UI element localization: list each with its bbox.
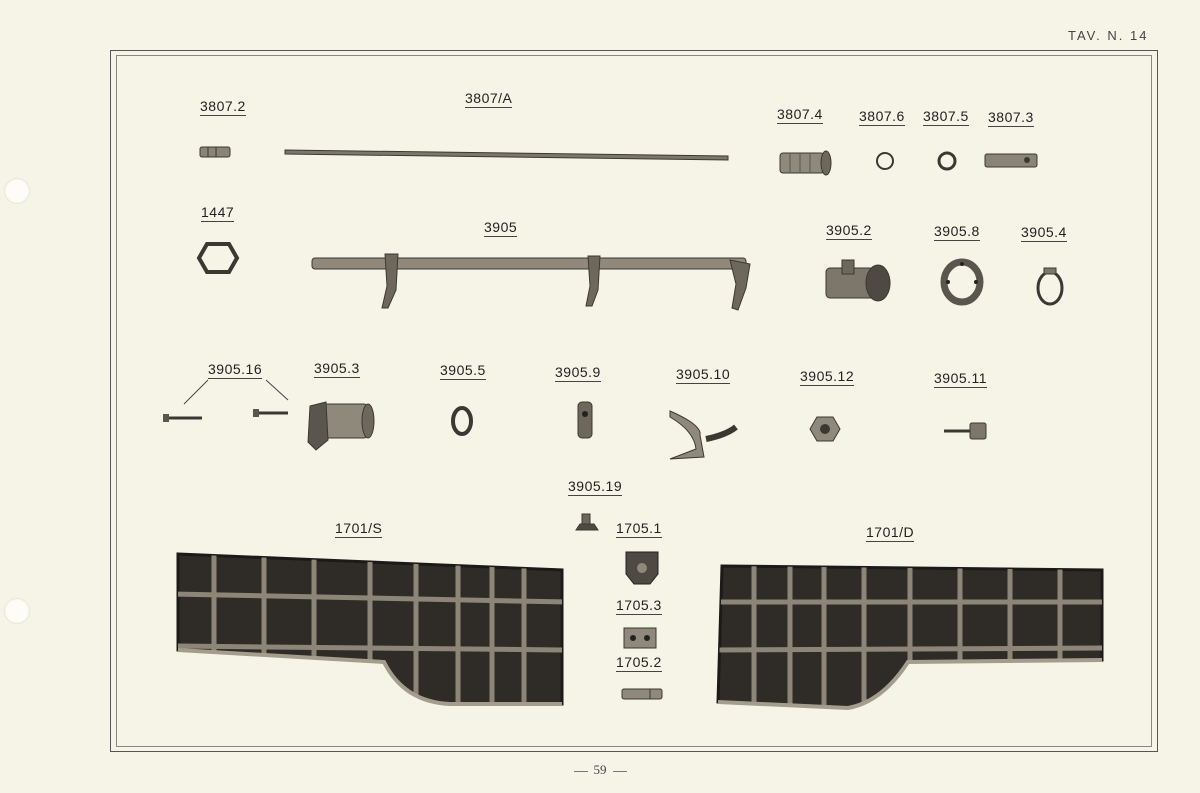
label-3905-8: 3905.8 <box>934 223 980 241</box>
part-3905-shift-rod <box>311 253 751 311</box>
label-1701-S: 1701/S <box>335 520 383 538</box>
label-3905-9: 3905.9 <box>555 364 601 382</box>
binder-hole-bottom <box>4 598 30 624</box>
part-3905-10-shift-fork <box>669 410 738 460</box>
leader-lines-3905-16 <box>183 379 289 405</box>
part-1705-2-bolt <box>621 688 663 700</box>
part-3905-12-nut <box>809 416 841 442</box>
part-3905-19-stud <box>575 513 599 531</box>
label-3905-3: 3905.3 <box>314 360 360 378</box>
part-3905-9-block <box>577 401 593 439</box>
part-3807-2-bushing <box>199 146 231 158</box>
part-1447-nut <box>196 242 240 274</box>
label-3905-16: 3905.16 <box>208 361 263 379</box>
label-3905-10: 3905.10 <box>676 366 731 384</box>
part-3905-11-pin <box>944 422 987 440</box>
part-1701-D-floor-grate-right <box>716 564 1104 711</box>
part-1701-S-floor-grate-left <box>176 552 564 706</box>
part-3905-5-ring <box>451 406 473 436</box>
part-1705-3-plate <box>623 627 657 649</box>
part-3905-2-coupling <box>825 259 891 302</box>
label-3807-5: 3807.5 <box>923 108 969 126</box>
part-3807-4-sleeve <box>779 150 832 176</box>
plate-frame-inner <box>116 55 1152 747</box>
label-1705-1: 1705.1 <box>616 520 662 538</box>
label-3905-11: 3905.11 <box>934 370 988 388</box>
binder-hole-top <box>4 178 30 204</box>
page-dash-left <box>573 770 588 772</box>
part-1705-1-bracket <box>625 551 659 585</box>
label-3807-6: 3807.6 <box>859 108 905 126</box>
part-3905-3-sleeve <box>307 401 375 451</box>
page-number-text: 59 <box>593 762 607 777</box>
page-number: 59 <box>0 762 1200 778</box>
part-3905-16-pin-a <box>163 414 202 422</box>
label-1447: 1447 <box>201 204 235 222</box>
part-3807-5-ring <box>937 151 957 171</box>
label-3905-4: 3905.4 <box>1021 224 1067 242</box>
label-3905-2: 3905.2 <box>826 222 872 240</box>
plate-number: TAV. N. 14 <box>1068 28 1149 43</box>
label-3807-4: 3807.4 <box>777 106 823 124</box>
label-3807-3: 3807.3 <box>988 109 1034 127</box>
part-3905-8-ring <box>940 258 984 306</box>
plate-frame-outer <box>110 50 1158 752</box>
label-3905-12: 3905.12 <box>800 368 855 386</box>
part-3807-A-rod <box>284 149 729 161</box>
label-3807-A: 3807/A <box>465 90 513 108</box>
page-dash-right <box>612 770 627 772</box>
label-3905-5: 3905.5 <box>440 362 486 380</box>
label-3905: 3905 <box>484 219 518 237</box>
part-3807-6-ring <box>876 152 894 170</box>
label-1705-2: 1705.2 <box>616 654 662 672</box>
label-1705-3: 1705.3 <box>616 597 662 615</box>
part-3807-3-clevis <box>984 153 1038 168</box>
label-1701-D: 1701/D <box>866 524 915 542</box>
part-3905-4-clamp <box>1036 267 1064 306</box>
part-3905-16-pin-b <box>253 409 288 417</box>
label-3905-19: 3905.19 <box>568 478 623 496</box>
label-3807-2: 3807.2 <box>200 98 246 116</box>
